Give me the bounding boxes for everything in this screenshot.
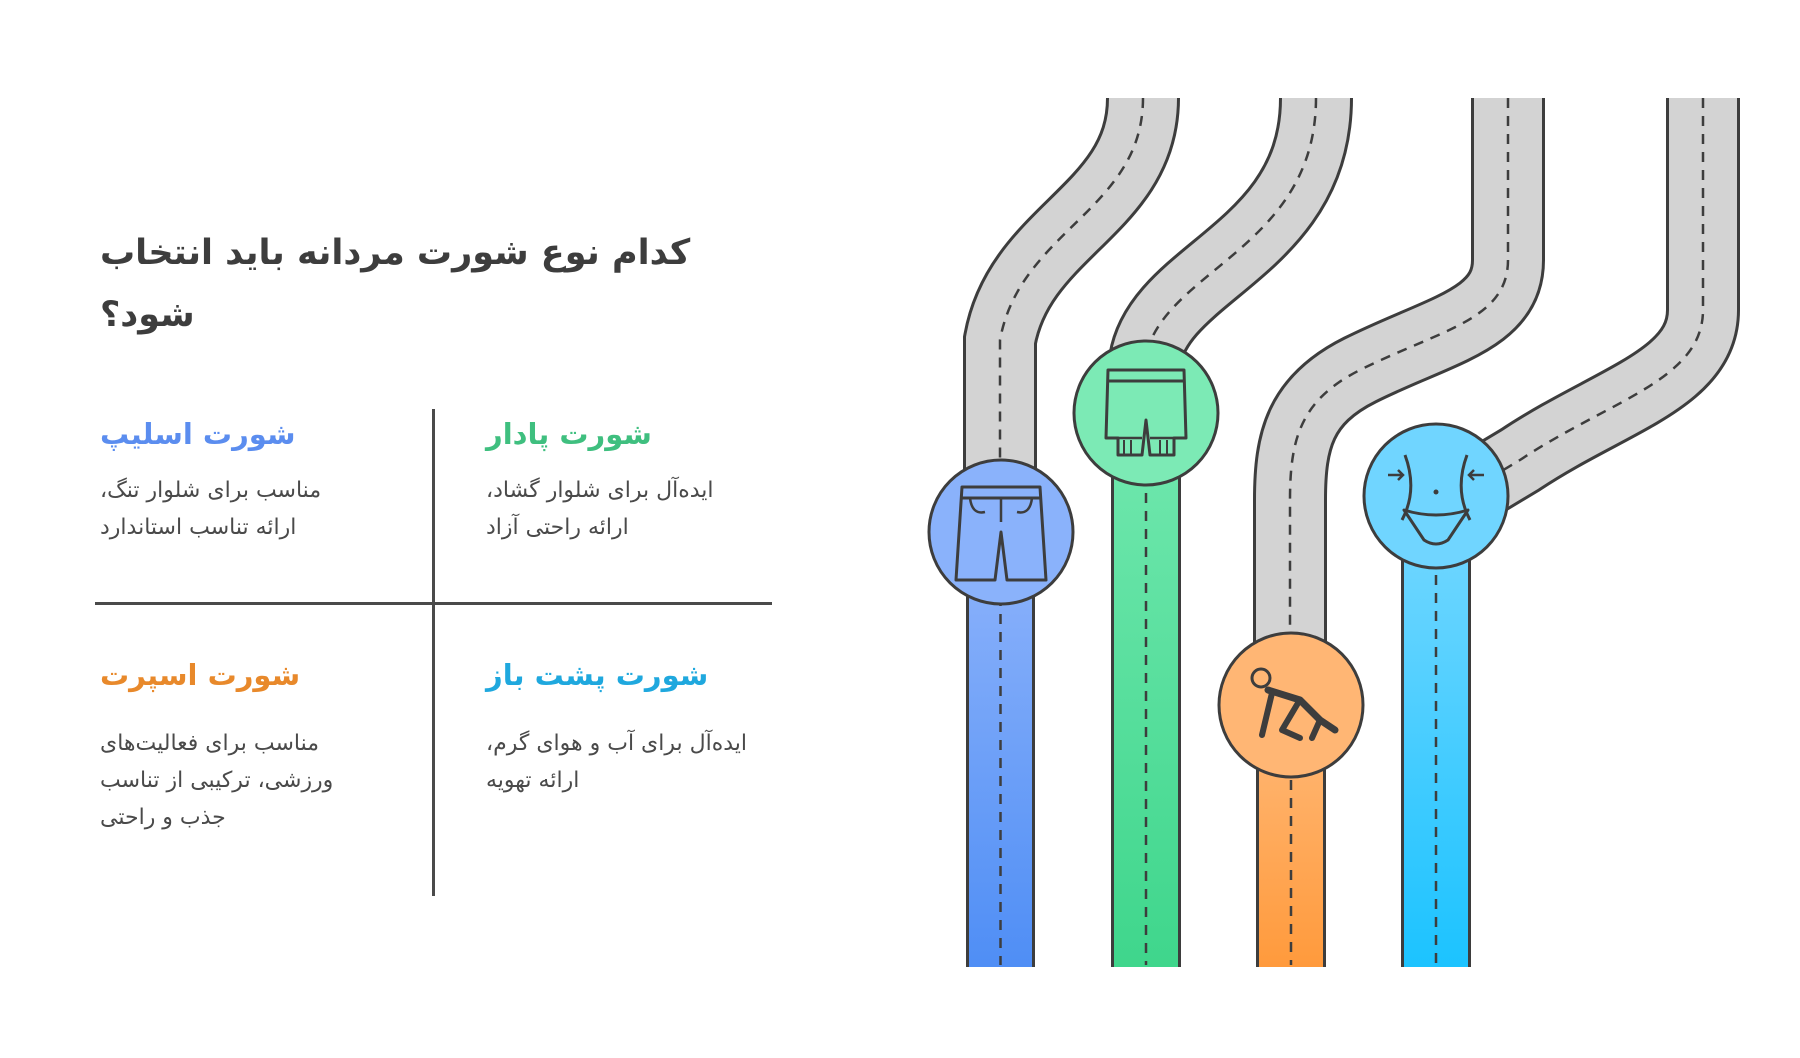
- option-padar-desc-line: ارائه راحتی آزاد: [486, 515, 629, 540]
- page-title: کدام نوع شورت مردانه باید انتخاب شود؟: [100, 233, 691, 335]
- option-sport-title: شورت اسپرت: [100, 658, 301, 692]
- option-poshtbaz-desc-line: ایده‌آل برای آب و هوای گرم،: [486, 731, 748, 756]
- option-poshtbaz: شورت پشت باز ایده‌آل برای آب و هوای گرم،…: [486, 655, 806, 799]
- option-poshtbaz-title: شورت پشت باز: [486, 658, 709, 692]
- option-sport-desc-line: مناسب برای فعالیت‌های: [100, 731, 320, 756]
- option-slip: شورت اسلیپ مناسب برای شلوار تنگ، ارائه ت…: [100, 414, 420, 546]
- option-sport-desc-line: ورزشی، ترکیبی از تناسب: [100, 768, 334, 793]
- horizontal-divider: [95, 602, 772, 605]
- sprinter-icon: [1217, 631, 1365, 779]
- option-sport-desc-line: جذب و راحتی: [100, 805, 226, 830]
- option-sport-desc: مناسب برای فعالیت‌های ورزشی، ترکیبی از ت…: [100, 725, 420, 836]
- vertical-divider: [432, 409, 435, 896]
- option-padar-desc: ایده‌آل برای شلوار گشاد، ارائه راحتی آزا…: [486, 472, 806, 546]
- boxer-shorts-icon: [1072, 339, 1220, 487]
- road-poshtbaz: [1401, 98, 1740, 967]
- option-slip-title: شورت اسلیپ: [100, 417, 296, 451]
- option-padar-title: شورت پادار: [486, 417, 652, 451]
- fitted-waist-icon: [1362, 422, 1510, 570]
- option-poshtbaz-desc: ایده‌آل برای آب و هوای گرم، ارائه تهویه: [486, 725, 806, 799]
- option-padar-desc-line: ایده‌آل برای شلوار گشاد،: [486, 478, 714, 503]
- option-slip-desc-line: مناسب برای شلوار تنگ،: [100, 478, 322, 503]
- option-slip-desc: مناسب برای شلوار تنگ، ارائه تناسب استاند…: [100, 472, 420, 546]
- road-padar: [1108, 96, 1353, 967]
- option-poshtbaz-desc-line: ارائه تهویه: [486, 768, 580, 793]
- option-sport: شورت اسپرت مناسب برای فعالیت‌های ورزشی، …: [100, 655, 420, 836]
- road-slip: [963, 96, 1180, 967]
- shorts-icon: [927, 458, 1075, 606]
- option-padar: شورت پادار ایده‌آل برای شلوار گشاد، ارائ…: [486, 414, 806, 546]
- option-slip-desc-line: ارائه تناسب استاندارد: [100, 515, 297, 540]
